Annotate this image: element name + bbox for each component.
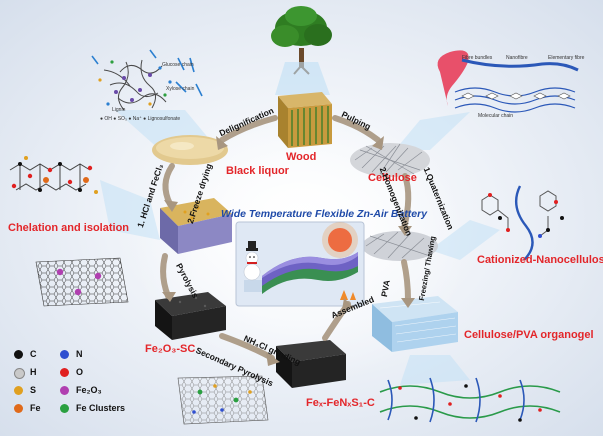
legend-dot-fe bbox=[14, 404, 23, 413]
lignin-structure-inset bbox=[91, 49, 203, 111]
legend-dot-o bbox=[60, 368, 69, 377]
node-cationized: Cationized-Nanocellulose bbox=[477, 254, 603, 266]
legend-label-fe-clusters: Fe Clusters bbox=[76, 403, 126, 413]
tree-icon bbox=[271, 6, 332, 75]
legend-label-fe2o3: Fe₂O₃ bbox=[76, 385, 102, 395]
black-liquor-powder bbox=[152, 135, 228, 165]
legend-label-o: O bbox=[76, 367, 84, 377]
cellulose-fibres bbox=[350, 143, 430, 177]
zn-air-battery-illustration bbox=[235, 221, 365, 307]
legend-label-fe: Fe bbox=[30, 403, 41, 413]
label-nanofibre: Nanofibre bbox=[506, 55, 528, 61]
label-lignin: Lignin bbox=[112, 107, 126, 113]
chelation-beam bbox=[100, 180, 160, 240]
graphene-fe2o3-sheet bbox=[35, 257, 129, 307]
label-glucose-chain: Glucose chain bbox=[162, 62, 194, 68]
cationized-beam bbox=[430, 220, 500, 260]
organogel-beam bbox=[400, 355, 470, 385]
node-black-liquor: Black liquor bbox=[226, 165, 289, 177]
node-fex: Feₓ-FeNₓS₁-C bbox=[306, 397, 375, 409]
legend-dot-h bbox=[14, 368, 25, 379]
chelation-composite-block bbox=[160, 198, 232, 254]
node-organogel: Cellulose/PVA organogel bbox=[464, 329, 594, 341]
chelation-molecule-inset bbox=[9, 156, 98, 194]
node-cellulose: Cellulose bbox=[368, 172, 417, 184]
organogel-block bbox=[372, 296, 458, 352]
legend-dot-c bbox=[14, 350, 23, 359]
legend-label-n: N bbox=[76, 349, 83, 359]
snowman-icon bbox=[243, 241, 261, 281]
wood-block-icon bbox=[278, 92, 332, 148]
cellulose-hierarchy-inset bbox=[437, 50, 579, 113]
node-wood: Wood bbox=[286, 151, 317, 163]
label-xylose-chain: Xylose chain bbox=[166, 86, 195, 92]
arrow-heads bbox=[162, 136, 415, 366]
cationized-molecule-inset bbox=[481, 185, 564, 261]
fex-feNS-c-block bbox=[276, 340, 346, 388]
cellulose-beam bbox=[395, 112, 470, 150]
label-molecular-chain: Molecular chain bbox=[478, 113, 514, 119]
cationized-fibres bbox=[362, 231, 438, 261]
node-chelation: Chelation and isolation bbox=[8, 222, 130, 234]
fe2o3-sc-block bbox=[155, 292, 226, 340]
legend-label-s: S bbox=[30, 385, 37, 395]
legend-label-c: C bbox=[30, 349, 37, 359]
label-fibre-bundles: Fibre bundles bbox=[462, 55, 493, 61]
legend-dot-fe2o3 bbox=[60, 386, 69, 395]
legend-dot-n bbox=[60, 350, 69, 359]
center-title: Wide Temperature Flexible Zn-Air Battery bbox=[221, 208, 428, 220]
legend-dot-fe-clusters bbox=[60, 404, 69, 413]
tree-beam bbox=[275, 62, 330, 95]
legend-dot-s bbox=[14, 386, 23, 395]
label-lignin-legend: ● OH ● SO₃ ● Na⁺ ● Lignosulfonate bbox=[100, 116, 181, 122]
polymer-network-inset bbox=[379, 377, 561, 423]
graphene-fe-clusters-sheet bbox=[177, 375, 269, 425]
node-fe2o3-sc: Fe₂O₃-SC bbox=[145, 343, 196, 355]
legend-label-h: H bbox=[30, 367, 37, 377]
label-elementary-fibre: Elementary fibre bbox=[548, 55, 585, 61]
